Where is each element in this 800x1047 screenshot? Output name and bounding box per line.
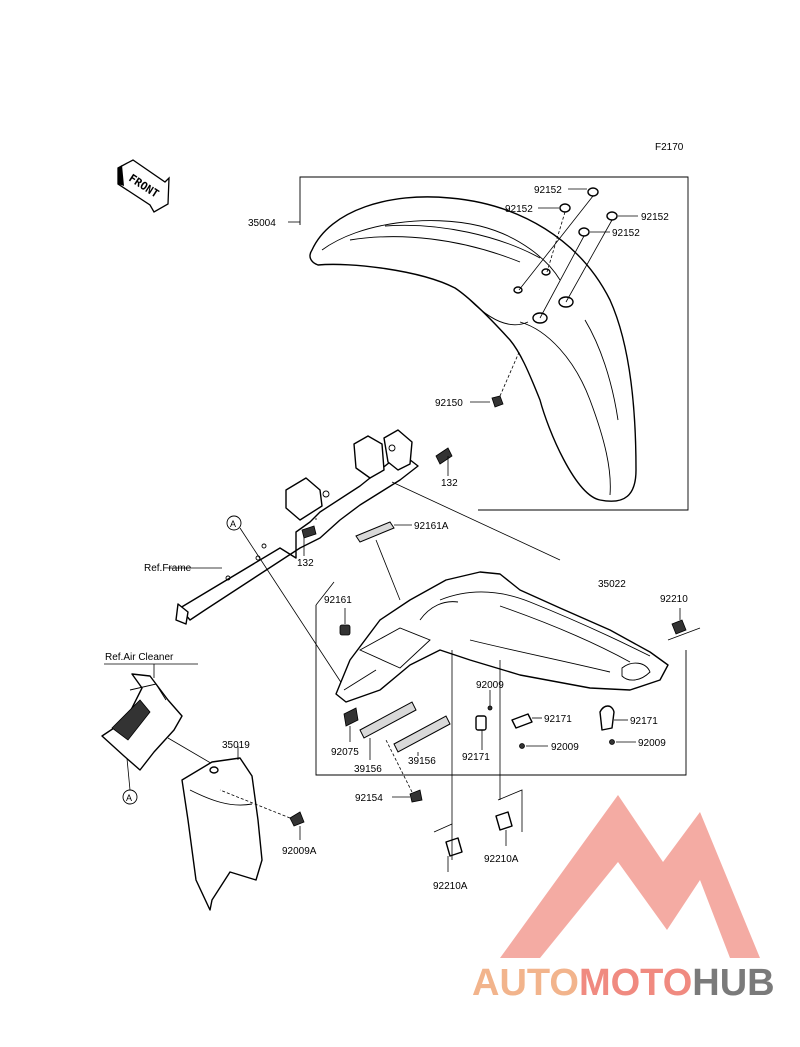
callout-92171-a: 92171 — [544, 714, 572, 725]
watermark-part-3: HUB — [692, 962, 774, 1004]
callout-92161: 92161 — [324, 595, 352, 606]
bolt-132-icons — [301, 447, 453, 556]
watermark-logo — [500, 795, 760, 958]
nut-92210-icon — [667, 608, 701, 641]
callout-92152-d: 92152 — [612, 228, 640, 239]
pad-92161A — [355, 521, 412, 601]
callout-35019: 35019 — [222, 740, 250, 751]
callout-132-a: 132 — [441, 478, 458, 489]
watermark-part-1: AUTO — [472, 962, 579, 1004]
callout-ref-frame: Ref.Frame — [144, 563, 192, 574]
front-arrow-icon: FRONT — [117, 159, 170, 213]
callout-39156-a: 39156 — [354, 764, 382, 775]
callout-92009A: 92009A — [282, 846, 317, 857]
svg-text:AUTOMOTOHUB: AUTOMOTOHUB — [472, 962, 775, 1004]
air-cleaner-ref — [101, 663, 198, 771]
callout-92161A: 92161A — [414, 521, 449, 532]
callout-92171-c: 92171 — [462, 752, 490, 763]
callout-92009-a: 92009 — [476, 680, 504, 691]
front-fender — [309, 196, 637, 502]
rear-fender — [335, 571, 669, 703]
rear-fender-box — [315, 481, 687, 776]
callout-ref-a-2: A — [126, 793, 132, 803]
frame-ref — [175, 429, 419, 625]
watermark-wordmark: AUTOMOTOHUB — [472, 962, 775, 1004]
bolt-92154-icon — [385, 739, 423, 803]
bracket-92075 — [343, 707, 359, 742]
nut-92161-icon — [339, 608, 351, 636]
callout-35004: 35004 — [248, 218, 276, 229]
washer-92152-icons — [518, 187, 638, 319]
callout-92210A-b: 92210A — [484, 854, 519, 865]
front-fender-box — [288, 176, 689, 511]
callout-132-b: 132 — [297, 558, 314, 569]
callout-92009-c: 92009 — [638, 738, 666, 749]
callout-92171-b: 92171 — [630, 716, 658, 727]
pad-39156-icons — [359, 701, 451, 760]
bolt-92150-icon — [470, 349, 521, 408]
bolt-92009A-icon — [219, 789, 305, 840]
callout-92210: 92210 — [660, 594, 688, 605]
callout-labels: 35004 92152 92152 92152 92152 92150 132 … — [105, 185, 688, 892]
watermark-part-2: MOTO — [579, 962, 692, 1004]
callout-39156-b: 39156 — [408, 756, 436, 767]
callout-92009-b: 92009 — [551, 742, 579, 753]
mud-flap — [181, 746, 263, 911]
callout-92152-a: 92152 — [534, 185, 562, 196]
callout-ref-a-1: A — [230, 519, 236, 529]
nut-92210A-icons — [433, 650, 523, 872]
callout-92154: 92154 — [355, 793, 383, 804]
clip-92171-icons — [475, 705, 628, 750]
callout-92152-b: 92152 — [505, 204, 533, 215]
callout-92150: 92150 — [435, 398, 463, 409]
callout-ref-air-cleaner: Ref.Air Cleaner — [105, 652, 174, 663]
callout-92152-c: 92152 — [641, 212, 669, 223]
callout-35022: 35022 — [598, 579, 626, 590]
callout-92075: 92075 — [331, 747, 359, 758]
ref-a-marker-1 — [226, 515, 347, 691]
callout-92210A-a: 92210A — [433, 881, 468, 892]
figure-code: F2170 — [655, 142, 684, 153]
fastener-92009-icons — [487, 690, 636, 749]
